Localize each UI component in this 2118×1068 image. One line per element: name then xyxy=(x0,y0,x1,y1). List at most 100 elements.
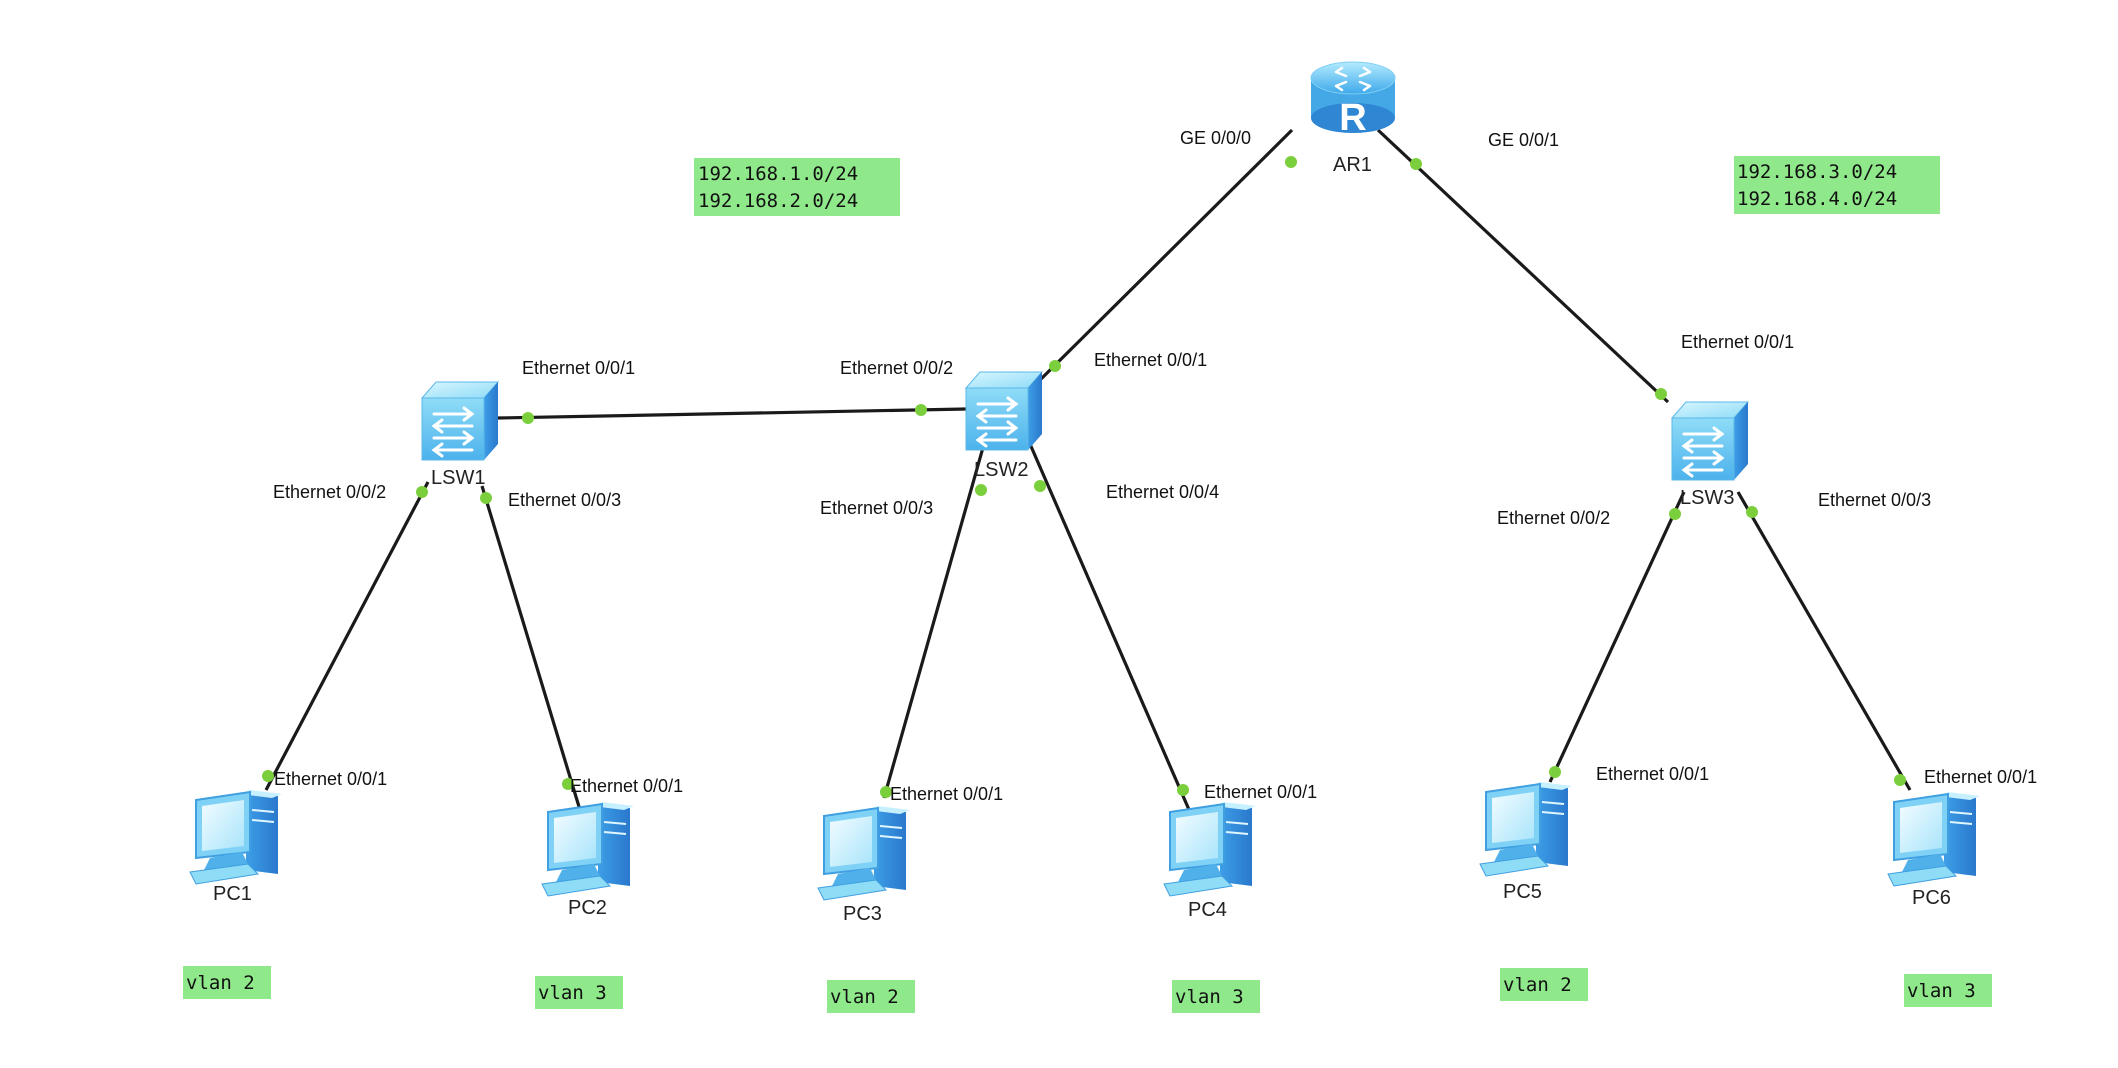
pc-pc4[interactable]: PC4 xyxy=(1163,801,1257,921)
note-box xyxy=(1500,968,1588,1001)
pc-pc5[interactable]: PC5 xyxy=(1479,781,1573,903)
router-ar1[interactable]: R AR1 xyxy=(1310,61,1396,176)
note-box xyxy=(694,158,900,216)
vlan-text: vlan 3 xyxy=(1175,986,1244,1008)
port-dot-lsw3-e003[interactable] xyxy=(1746,506,1758,518)
port-label-lsw1-e003: Ethernet 0/0/3 xyxy=(508,490,621,510)
port-label-lsw3-e003: Ethernet 0/0/3 xyxy=(1818,490,1931,510)
note-box xyxy=(1904,974,1992,1007)
port-label-lsw1-e001: Ethernet 0/0/1 xyxy=(522,358,635,378)
port-dot-pc2-e001[interactable] xyxy=(562,778,574,790)
port-dot-ar1-ge000[interactable] xyxy=(1285,156,1297,168)
pc-icon xyxy=(541,801,635,897)
vlan-note-pc1[interactable]: vlan 2 xyxy=(183,966,271,999)
node-label-ar1: AR1 xyxy=(1333,154,1372,176)
svg-text:R: R xyxy=(1339,97,1366,139)
subnet-note-right[interactable]: 192.168.3.0/24 192.168.4.0/24 xyxy=(1734,156,1940,214)
port-dot-lsw1-e002[interactable] xyxy=(416,486,428,498)
vlan-note-pc6[interactable]: vlan 3 xyxy=(1904,974,1992,1007)
links xyxy=(264,128,1912,813)
port-dot-lsw3-e001[interactable] xyxy=(1655,388,1667,400)
pc-icon xyxy=(1163,801,1257,897)
pc-pc6[interactable]: PC6 xyxy=(1887,791,1981,909)
switch-icon xyxy=(420,380,500,462)
port-dot-lsw2-e001[interactable] xyxy=(1049,360,1061,372)
port-dot-pc1-e001[interactable] xyxy=(262,770,274,782)
port-label-lsw2-e001: Ethernet 0/0/1 xyxy=(1094,350,1207,370)
vlan-note-pc5[interactable]: vlan 2 xyxy=(1500,968,1588,1001)
vlan-text: vlan 3 xyxy=(538,982,607,1004)
node-label-pc5: PC5 xyxy=(1503,881,1542,903)
pc-icon xyxy=(817,805,911,901)
link-lsw1-pc2 xyxy=(480,485,582,811)
pc-pc3[interactable]: PC3 xyxy=(817,805,911,925)
link-ar1-lsw3 xyxy=(1376,128,1670,404)
port-dot-lsw1-e003[interactable] xyxy=(480,492,492,504)
port-dot-pc6-e001[interactable] xyxy=(1894,774,1906,786)
switch-icon xyxy=(1670,400,1750,482)
node-label-pc1: PC1 xyxy=(213,883,252,905)
subnet-text: 192.168.3.0/24 xyxy=(1737,161,1897,183)
port-dot-pc3-e001[interactable] xyxy=(880,786,892,798)
port-dot-lsw3-e002[interactable] xyxy=(1669,508,1681,520)
port-label-pc3-e001: Ethernet 0/0/1 xyxy=(890,784,1003,804)
note-box xyxy=(1734,156,1940,214)
port-label-pc6-e001: Ethernet 0/0/1 xyxy=(1924,767,2037,787)
node-label-pc3: PC3 xyxy=(843,903,882,925)
port-label-pc1-e001: Ethernet 0/0/1 xyxy=(274,769,387,789)
node-label-pc6: PC6 xyxy=(1912,887,1951,909)
link-ar1-lsw2 xyxy=(1038,128,1294,382)
port-label-ar1-ge001: GE 0/0/1 xyxy=(1488,130,1559,150)
pc-pc1[interactable]: PC1 xyxy=(189,789,283,905)
link-lsw1-pc1 xyxy=(264,481,430,791)
port-dots xyxy=(262,156,1906,798)
pc-icon xyxy=(1887,791,1981,887)
port-dot-lsw2-e004[interactable] xyxy=(1034,480,1046,492)
vlan-text: vlan 2 xyxy=(186,972,255,994)
vlan-note-pc3[interactable]: vlan 2 xyxy=(827,980,915,1013)
port-label-lsw2-e003: Ethernet 0/0/3 xyxy=(820,498,933,518)
node-label-pc4: PC4 xyxy=(1188,899,1227,921)
node-label-lsw3: LSW3 xyxy=(1680,487,1734,509)
link-lsw2-pc4 xyxy=(1028,443,1192,813)
pc-pc2[interactable]: PC2 xyxy=(541,801,635,919)
port-dot-pc5-e001[interactable] xyxy=(1549,766,1561,778)
switch-icon xyxy=(964,370,1044,452)
port-label-lsw2-e004: Ethernet 0/0/4 xyxy=(1106,482,1219,502)
port-label-pc2-e001: Ethernet 0/0/1 xyxy=(570,776,683,796)
subnet-note-left[interactable]: 192.168.1.0/24 192.168.2.0/24 xyxy=(694,158,900,216)
router-icon: R xyxy=(1310,61,1396,139)
switch-lsw1[interactable]: LSW1 xyxy=(420,380,500,489)
vlan-text: vlan 2 xyxy=(830,986,899,1008)
node-label-lsw2: LSW2 xyxy=(974,459,1028,481)
port-label-lsw1-e002: Ethernet 0/0/2 xyxy=(273,482,386,502)
port-dot-ar1-ge001[interactable] xyxy=(1410,158,1422,170)
vlan-text: vlan 2 xyxy=(1503,974,1572,996)
switch-lsw3[interactable]: LSW3 xyxy=(1670,400,1750,509)
port-label-lsw3-e001: Ethernet 0/0/1 xyxy=(1681,332,1794,352)
port-dot-lsw2-e002[interactable] xyxy=(915,404,927,416)
note-box xyxy=(535,976,623,1009)
node-label-pc2: PC2 xyxy=(568,897,607,919)
port-label-lsw2-e002: Ethernet 0/0/2 xyxy=(840,358,953,378)
pc-icon xyxy=(1479,781,1573,877)
node-label-lsw1: LSW1 xyxy=(431,467,485,489)
vlan-text: vlan 3 xyxy=(1907,980,1976,1002)
port-label-ar1-ge000: GE 0/0/0 xyxy=(1180,128,1251,148)
link-lsw3-pc6 xyxy=(1736,491,1912,791)
note-box xyxy=(183,966,271,999)
port-dot-lsw1-e001[interactable] xyxy=(522,412,534,424)
port-dot-pc4-e001[interactable] xyxy=(1177,784,1189,796)
port-labels: GE 0/0/0 GE 0/0/1 Ethernet 0/0/1 Etherne… xyxy=(273,128,2037,804)
note-box xyxy=(827,980,915,1013)
subnet-text: 192.168.4.0/24 xyxy=(1737,188,1897,210)
vlan-note-pc4[interactable]: vlan 3 xyxy=(1172,980,1260,1013)
switch-lsw2[interactable]: LSW2 xyxy=(964,370,1044,481)
port-dot-lsw2-e003[interactable] xyxy=(975,484,987,496)
vlan-note-pc2[interactable]: vlan 3 xyxy=(535,976,623,1009)
port-label-lsw3-e002: Ethernet 0/0/2 xyxy=(1497,508,1610,528)
link-lsw1-lsw2 xyxy=(497,407,967,420)
note-box xyxy=(1172,980,1260,1013)
pc-icon xyxy=(189,789,283,885)
